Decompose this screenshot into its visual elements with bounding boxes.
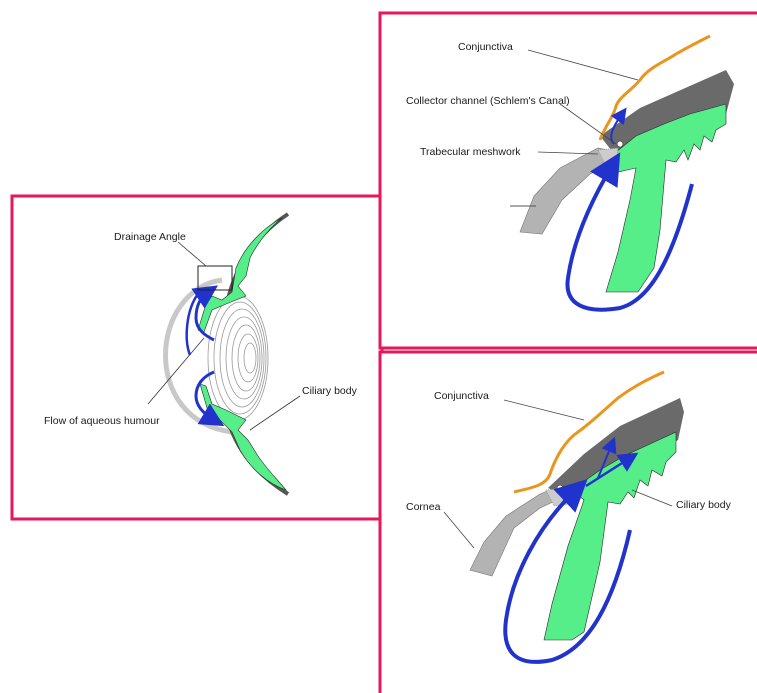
bottom-right-panel-frame — [380, 352, 757, 693]
trabecular-meshwork-label: Trabecular meshwork — [420, 146, 521, 158]
top-right-panel: Conjunctiva Collector channel (Schlem's … — [380, 13, 757, 348]
ciliary-body-label-bottom: Ciliary body — [676, 499, 732, 511]
bottom-right-panel: Conjunctiva Cornea Ciliary body — [380, 352, 757, 693]
conjunctiva-label-bottom: Conjunctiva — [434, 390, 489, 402]
flow-of-aqueous-humour-label: Flow of aqueous humour — [44, 415, 160, 427]
drainage-angle-label: Drainage Angle — [114, 231, 186, 243]
cornea-label: Cornea — [406, 501, 441, 513]
collector-channel-label: Collector channel (Schlem's Canal) — [406, 95, 570, 107]
ciliary-body-label-left: Ciliary body — [302, 385, 358, 397]
schlemms-canal-top — [617, 141, 623, 147]
conjunctiva-label-top: Conjunctiva — [458, 41, 513, 53]
left-panel-frame — [12, 196, 382, 519]
left-panel: Drainage Angle Flow of aqueous humour Ci… — [12, 196, 382, 519]
schlemms-canal-bottom — [557, 485, 563, 491]
